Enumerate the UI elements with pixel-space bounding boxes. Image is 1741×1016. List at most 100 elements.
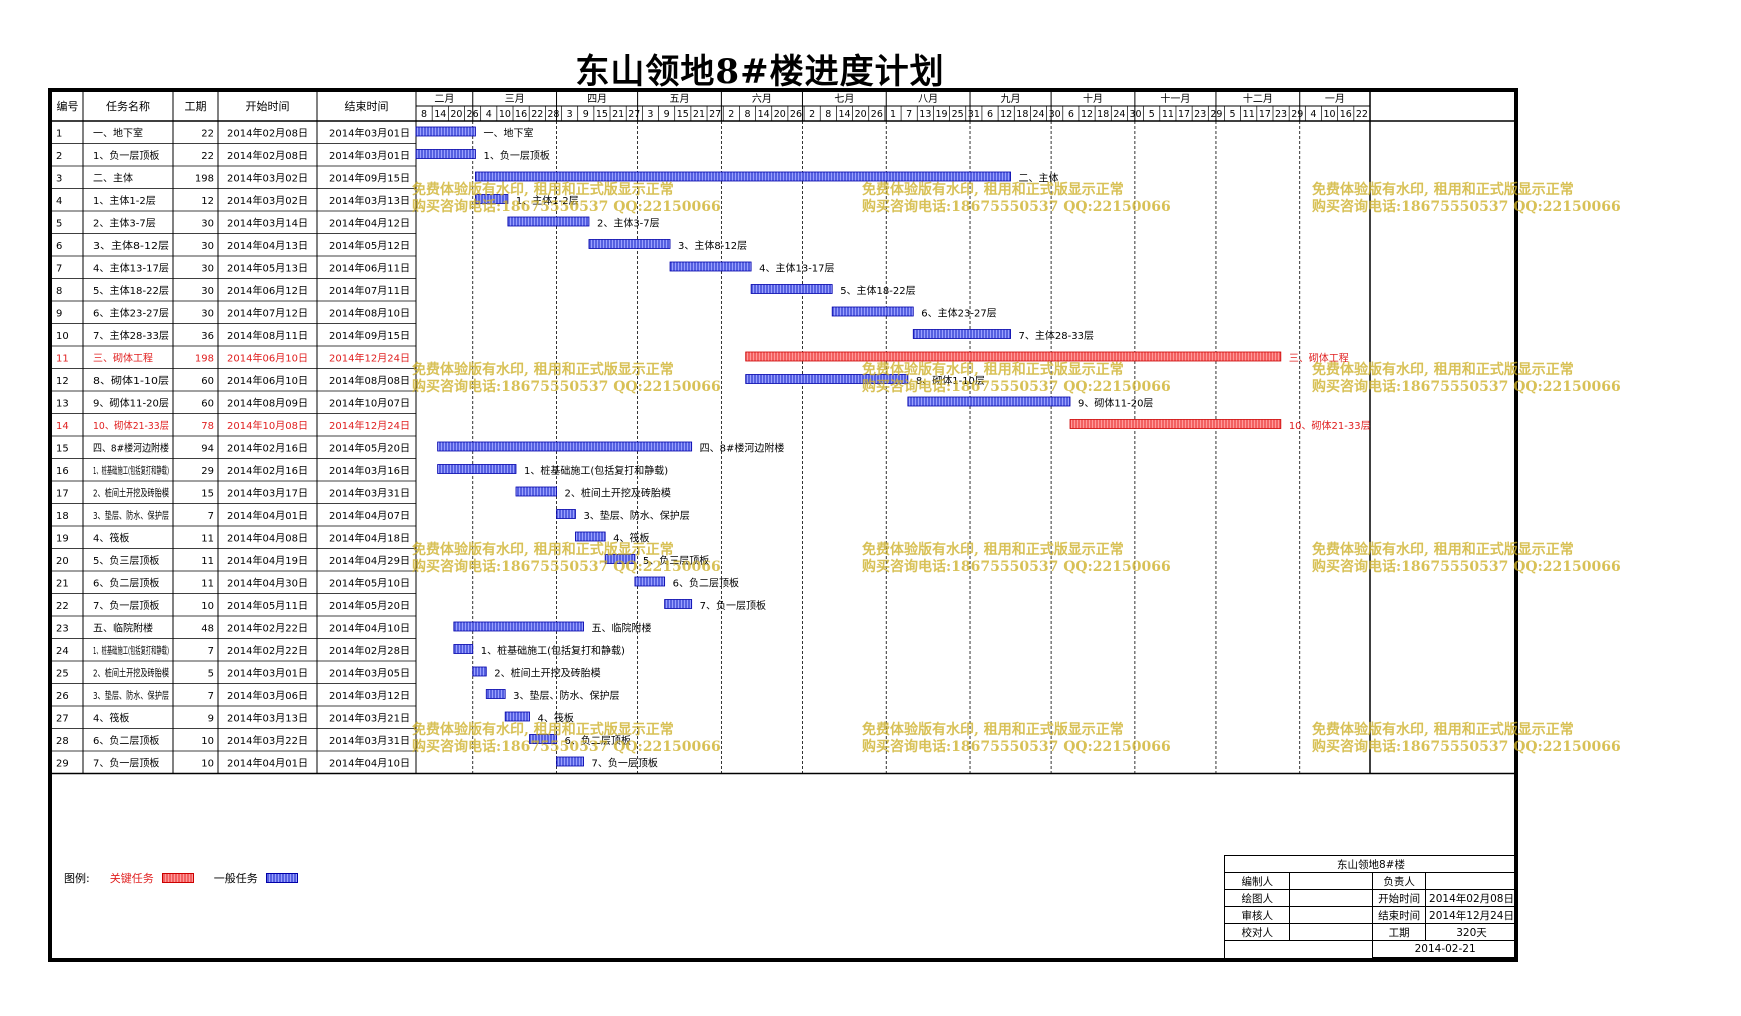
task-id: 8	[56, 286, 62, 297]
day-tick-label: 30	[1129, 109, 1141, 120]
gantt-bar-label: 2、主体3-7层	[597, 217, 660, 229]
day-tick-label: 11	[1243, 109, 1255, 120]
task-end: 2014年04月29日	[329, 554, 410, 567]
day-tick-label: 24	[1113, 109, 1125, 120]
task-start: 2014年05月11日	[227, 599, 308, 612]
info-reviewer-label: 审核人	[1223, 906, 1291, 924]
day-tick-label: 9	[583, 109, 589, 120]
day-tick-label: 16	[515, 109, 527, 120]
task-end: 2014年05月10日	[329, 576, 410, 589]
day-tick-label: 16	[1340, 109, 1352, 120]
info-start-value: 2014年02月08日	[1425, 889, 1518, 907]
month-label: 五月	[669, 93, 689, 105]
task-name: 1、主体1-2层	[93, 195, 156, 207]
task-start: 2014年08月09日	[227, 396, 308, 409]
task-id: 21	[56, 578, 69, 589]
task-id: 23	[56, 623, 69, 634]
task-duration: 10	[201, 758, 214, 769]
task-id: 3	[56, 173, 62, 184]
task-duration: 60	[201, 398, 214, 409]
day-tick-label: 26	[790, 109, 802, 120]
month-label: 三月	[505, 93, 525, 105]
header-end: 结束时间	[345, 100, 389, 113]
task-duration: 30	[201, 218, 214, 229]
info-owner-label: 负责人	[1372, 872, 1427, 890]
header-name: 任务名称	[106, 99, 150, 113]
gantt-chart: 编号任务名称工期开始时间结束时间二月三月四月五月六月七月八月九月十月十一月十二月…	[52, 92, 1514, 775]
gantt-bar	[507, 216, 590, 227]
gantt-bar-label: 8、砌体1-10层	[916, 375, 985, 387]
day-tick-label: 2	[728, 109, 734, 120]
day-tick-label: 18	[1016, 109, 1028, 120]
task-id: 11	[56, 353, 69, 364]
gantt-bar-label: 四、8#楼河边附楼	[700, 441, 785, 454]
task-end: 2014年12月24日	[329, 351, 410, 364]
day-tick-label: 14	[758, 109, 770, 120]
task-id: 18	[56, 511, 69, 522]
day-tick-label: 23	[1275, 109, 1287, 120]
task-start: 2014年02月08日	[227, 149, 308, 162]
task-name: 二、主体	[93, 172, 133, 184]
task-duration: 30	[201, 286, 214, 297]
gantt-bar-label: 10、砌体21-33层	[1289, 420, 1371, 432]
task-name: 7、负一层顶板	[93, 599, 159, 612]
task-end: 2014年07月11日	[329, 284, 410, 297]
month-label: 十月	[1083, 92, 1103, 105]
info-reviewer-value	[1289, 906, 1374, 924]
task-name: 6、负二层顶板	[93, 576, 159, 589]
day-tick-label: 4	[486, 109, 492, 120]
gantt-bar-label: 6、主体23-27层	[921, 307, 996, 319]
gantt-bar-label: 9、砌体11-20层	[1078, 397, 1153, 409]
gantt-bar	[745, 351, 1282, 362]
gantt-bar	[745, 374, 909, 384]
day-tick-label: 22	[1356, 109, 1368, 120]
task-id: 17	[56, 488, 69, 499]
task-end: 2014年04月10日	[329, 621, 410, 634]
task-name: 10、砌体21-33层	[93, 420, 169, 432]
month-label: 二月	[434, 93, 454, 105]
task-id: 13	[56, 398, 69, 409]
info-date: 2014-02-21	[1372, 940, 1518, 958]
task-id: 6	[56, 241, 62, 252]
header-start: 开始时间	[246, 99, 290, 113]
task-start: 2014年06月12日	[227, 284, 308, 297]
gantt-bar	[1069, 419, 1282, 429]
gantt-bar	[575, 531, 606, 542]
task-id: 28	[56, 736, 69, 747]
gantt-bar	[485, 689, 506, 699]
month-label: 六月	[752, 93, 772, 105]
task-id: 1	[56, 128, 62, 139]
gantt-bar-label: 1、主体1-2层	[516, 195, 579, 207]
task-duration: 10	[201, 736, 214, 747]
task-start: 2014年03月01日	[227, 666, 308, 679]
task-duration: 9	[208, 713, 214, 724]
task-end: 2014年03月05日	[329, 666, 410, 679]
info-drawer-label: 绘图人	[1223, 889, 1291, 907]
task-duration: 15	[201, 488, 214, 499]
day-tick-label: 30	[1049, 109, 1061, 120]
gantt-bar	[504, 711, 530, 722]
task-name: 1、桩基础施工(包括复打和静载)	[93, 464, 169, 477]
gantt-bar-label: 6、负二层顶板	[673, 576, 739, 589]
month-label: 一月	[1325, 93, 1345, 105]
task-duration: 7	[208, 691, 214, 702]
day-tick-label: 3	[647, 109, 653, 120]
task-name: 2、主体3-7层	[93, 217, 156, 229]
task-start: 2014年02月22日	[227, 621, 308, 634]
page-title: 东山领地8#楼进度计划	[575, 52, 945, 92]
task-start: 2014年02月08日	[227, 126, 308, 139]
task-name: 3、垫层、防水、保护层	[93, 509, 169, 522]
day-tick-label: 20	[855, 109, 867, 120]
day-tick-label: 29	[1291, 109, 1303, 120]
task-end: 2014年03月01日	[329, 149, 410, 162]
day-tick-label: 27	[709, 109, 721, 120]
gantt-bar	[664, 599, 693, 609]
info-start-label: 开始时间	[1372, 889, 1427, 907]
gantt-bar	[556, 756, 584, 767]
month-label: 七月	[834, 93, 854, 105]
gantt-bar	[472, 666, 487, 677]
day-tick-label: 7	[906, 109, 912, 120]
task-start: 2014年08月11日	[227, 329, 308, 342]
task-end: 2014年05月12日	[329, 239, 410, 252]
task-name: 5、主体18-22层	[93, 285, 169, 297]
